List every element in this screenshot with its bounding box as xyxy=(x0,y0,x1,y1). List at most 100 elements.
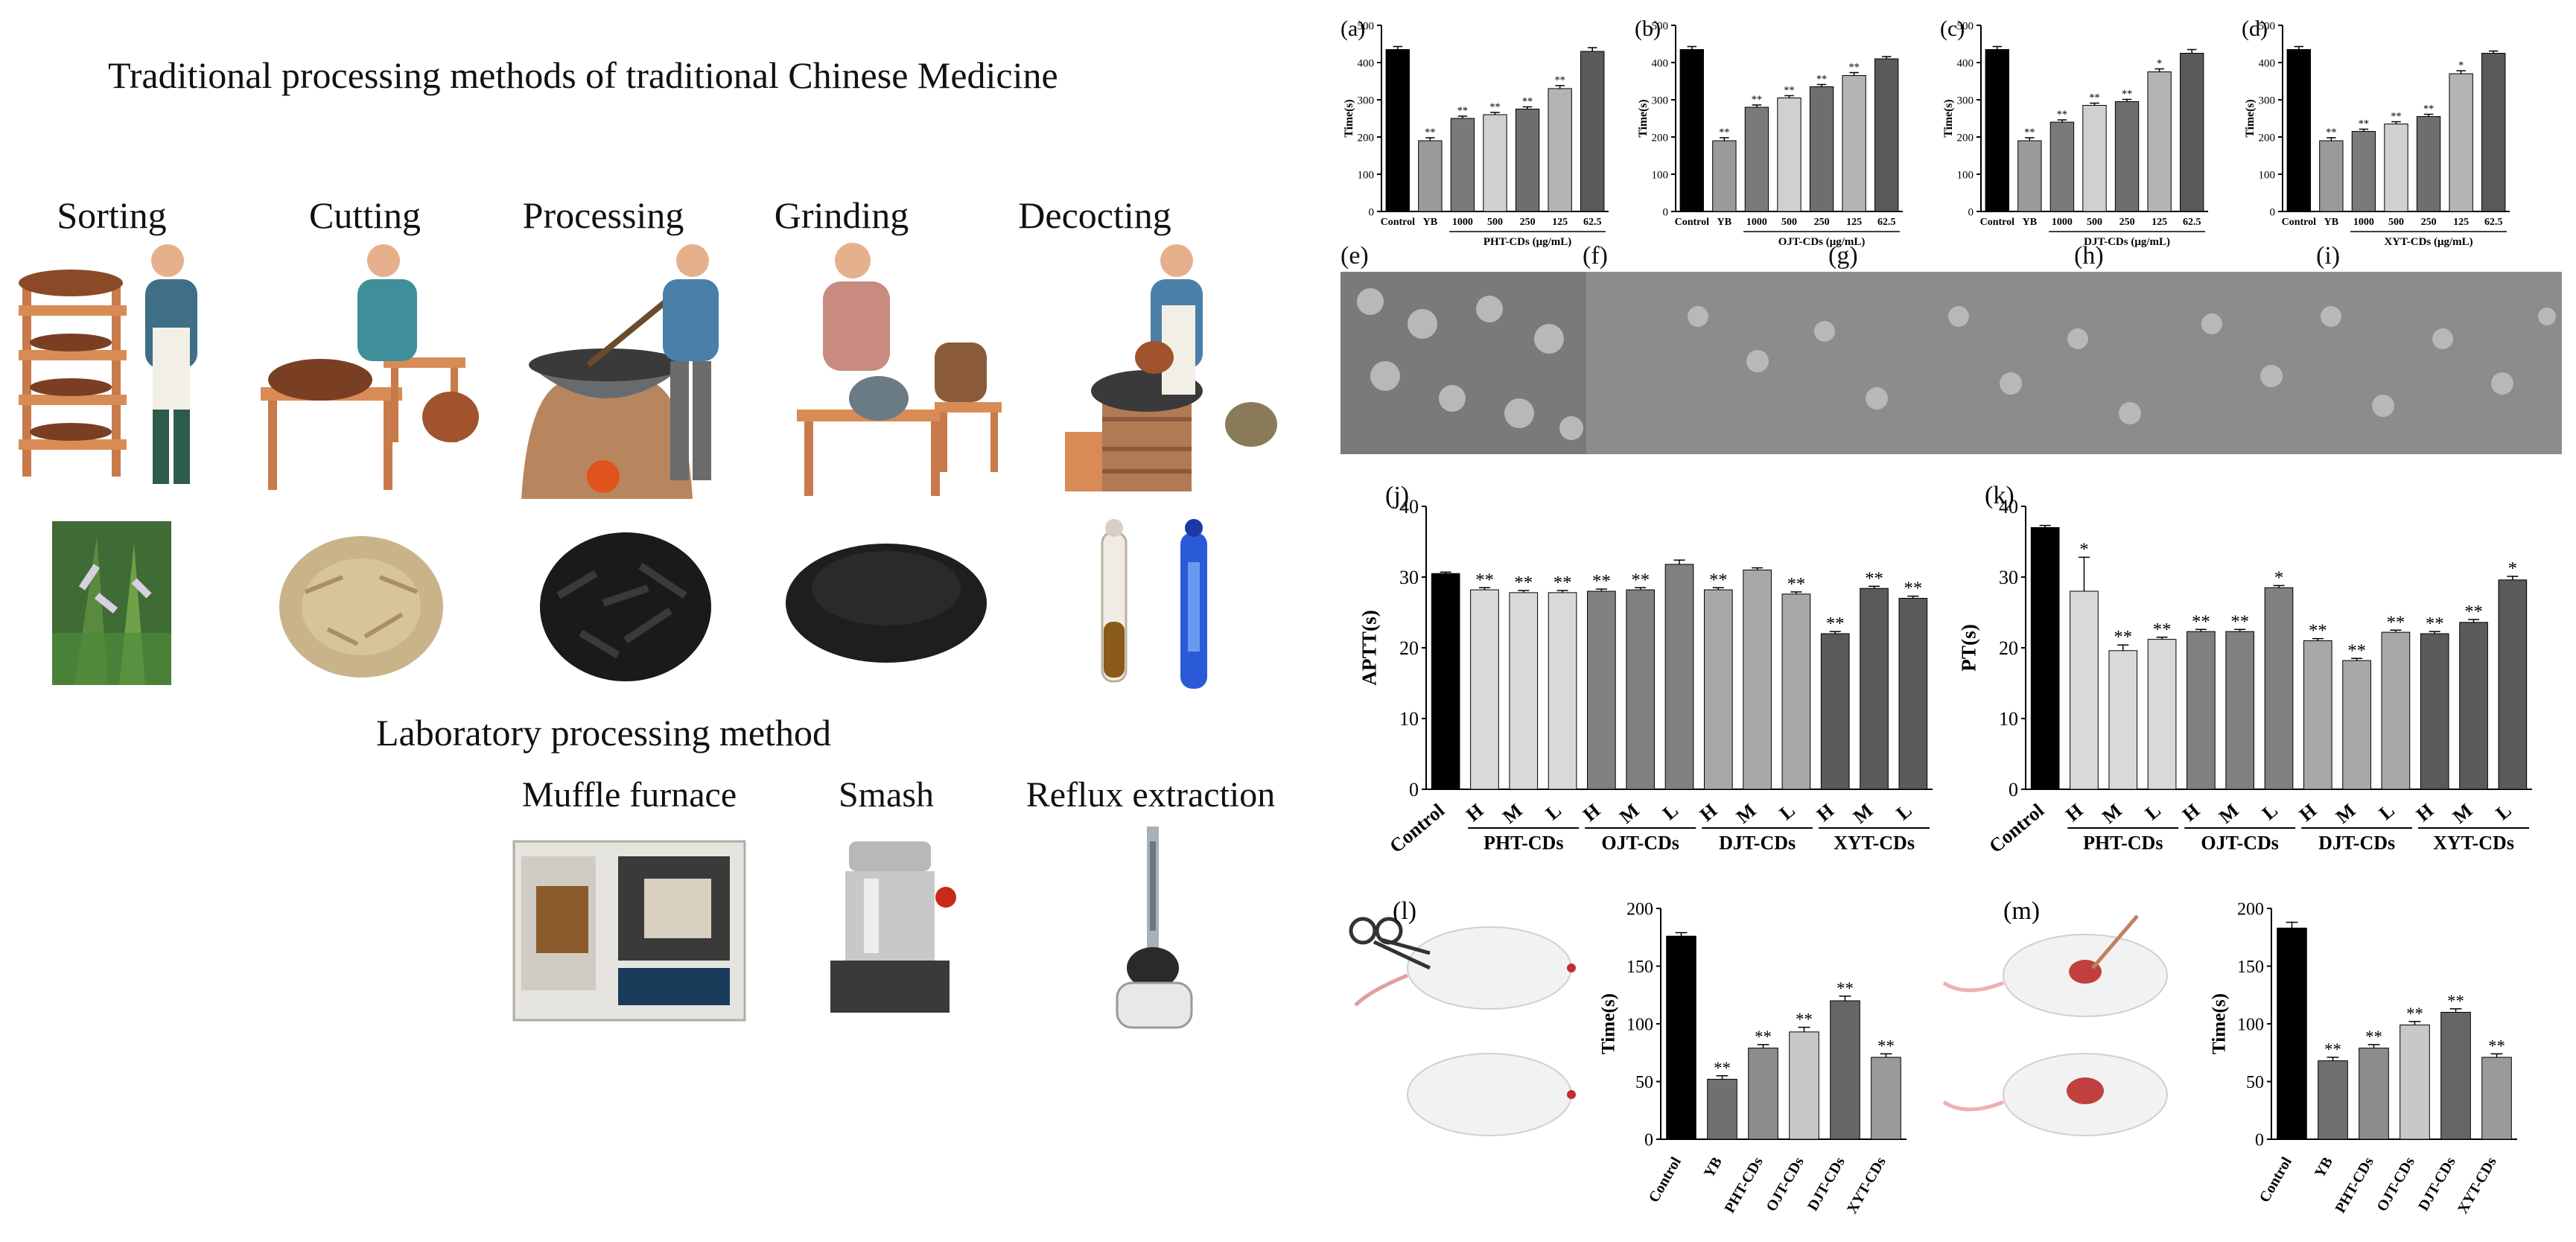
chart-d-category-label: 500 xyxy=(2388,217,2404,228)
chart-j-category-label: H xyxy=(1462,800,1487,826)
chart-b-ytick-label: 300 xyxy=(1652,95,1669,106)
chart-a-category-label: 62.5 xyxy=(1583,217,1602,228)
chart-a-category-label: Control xyxy=(1381,217,1416,228)
scissors-icon xyxy=(1349,917,1377,945)
chart-k-ytick-label: 20 xyxy=(1999,637,2018,659)
chart-k-panel-label: (k) xyxy=(1985,482,2014,509)
chart-c-category-label: YB xyxy=(2023,217,2037,228)
lab-label-smash: Smash xyxy=(838,775,934,815)
chart-m-significance-mark: ** xyxy=(2365,1028,2382,1046)
chart-b-bar xyxy=(1874,58,1899,212)
chart-k-bar xyxy=(2420,633,2449,790)
chart-d-panel-label: (d) xyxy=(2242,16,2268,41)
processing-illustration xyxy=(521,244,719,499)
chart-k-significance-mark: ** xyxy=(2230,611,2249,631)
chart-b-category-label: 250 xyxy=(1814,217,1830,228)
chart-c-category-label: 125 xyxy=(2152,217,2167,228)
chart-l-category-label: Control xyxy=(1646,1154,1685,1206)
chart-l-bar xyxy=(1707,1078,1737,1140)
chart-b-significance-mark: ** xyxy=(1752,94,1762,106)
chart-c-significance-mark: * xyxy=(2157,58,2162,70)
chart-b-bar xyxy=(1744,106,1769,212)
step-label-processing: Processing xyxy=(522,194,684,236)
chart-j-bar xyxy=(1743,570,1772,790)
chart-j-bar xyxy=(1781,593,1811,790)
chart-b-panel-label: (b) xyxy=(1635,16,1661,41)
chart-d-significance-mark: ** xyxy=(2326,127,2336,138)
chart-k-ytick-label: 10 xyxy=(1999,708,2018,730)
chart-j-panel-label: (j) xyxy=(1385,482,1409,509)
chart-k-significance-mark: ** xyxy=(2192,611,2210,631)
chart-a-significance-mark: ** xyxy=(1457,105,1468,117)
chart-j-bar xyxy=(1587,590,1616,790)
chart-b-group-label: OJT-CDs (μg/mL) xyxy=(1778,236,1866,248)
chart-b-ytick-label: 400 xyxy=(1652,57,1669,69)
chart-m-ytick-label: 50 xyxy=(2246,1073,2264,1092)
chart-m-significance-mark: ** xyxy=(2324,1040,2341,1059)
chart-b-bar xyxy=(1809,86,1834,212)
chart-m-ytick-label: 0 xyxy=(2255,1130,2264,1150)
chart-d-bar xyxy=(2351,131,2376,212)
chart-j-ytick-label: 10 xyxy=(1399,708,1419,730)
chart-k-bar xyxy=(2459,622,2488,790)
chart-c-bar xyxy=(2082,105,2107,212)
chart-j-category-label: M xyxy=(1849,800,1877,828)
chart-m-significance-mark: ** xyxy=(2488,1036,2505,1055)
chart-d-category-label: 250 xyxy=(2421,217,2437,228)
chart-k-group-label: PHT-CDs xyxy=(2083,832,2163,854)
chart-k-bar xyxy=(2030,527,2060,790)
chart-m-category-label: DJT-CDs xyxy=(2415,1154,2459,1214)
chart-j: (j)010203040APTT(s)Control**H**M**L**H**… xyxy=(1358,482,1933,857)
chart-a-ytick-label: 0 xyxy=(1369,206,1375,218)
chart-d-plot: (d)0100200300400500Time(s)Control**YB**1… xyxy=(2242,16,2510,248)
chart-k-significance-mark: ** xyxy=(2114,627,2132,647)
chart-l-ytick-label: 150 xyxy=(1626,958,1653,977)
grinding-illustration xyxy=(797,243,1002,496)
chart-b-significance-mark: ** xyxy=(1719,127,1729,138)
chart-j-group-label: XYT-CDs xyxy=(1834,832,1915,854)
chart-j-category-label: M xyxy=(1498,800,1526,828)
chart-d-category-label: Control xyxy=(2282,217,2317,228)
chart-j-category-label: H xyxy=(1813,800,1838,826)
chart-b-significance-mark: ** xyxy=(1816,74,1827,86)
chart-k-plot: (k)010203040PT(s)Control*H**M**L**H**M*L… xyxy=(1957,482,2532,857)
chart-j-bar xyxy=(1820,633,1850,790)
chart-c-ytick-label: 0 xyxy=(1968,206,1974,218)
chart-c: (c)0100200300400500Time(s)Control**YB**1… xyxy=(1940,16,2208,248)
chart-m-panel-label: (m) xyxy=(2003,897,2040,925)
chart-a-bar xyxy=(1385,49,1410,212)
chart-k-category-label: H xyxy=(2295,800,2321,826)
chart-a-significance-mark: ** xyxy=(1425,127,1435,138)
chart-a-ytick-label: 500 xyxy=(1358,20,1375,32)
chart-d-significance-mark: ** xyxy=(2359,118,2369,130)
chart-c-ytick-label: 500 xyxy=(1957,20,1974,32)
chart-j-category-label: M xyxy=(1615,800,1643,828)
chart-d-significance-mark: ** xyxy=(2423,104,2434,115)
chart-j-bar xyxy=(1664,564,1694,790)
chart-l-ylabel: Time(s) xyxy=(1599,993,1619,1054)
chart-j-significance-mark: ** xyxy=(1709,570,1728,590)
chart-c-ytick-label: 100 xyxy=(1957,169,1974,181)
chart-b-ylabel: Time(s) xyxy=(1637,99,1650,137)
chart-k-category-label: M xyxy=(2215,800,2242,828)
chart-l-category-label: OJT-CDs xyxy=(1764,1154,1807,1214)
chart-k-significance-mark: ** xyxy=(2347,640,2366,660)
chart-l-bar xyxy=(1871,1057,1901,1140)
chart-k-category-label: L xyxy=(2492,800,2516,824)
chart-k-significance-mark: * xyxy=(2079,539,2088,559)
chart-b-bar xyxy=(1842,75,1866,212)
step-label-cutting: Cutting xyxy=(308,194,422,236)
chart-l-significance-mark: ** xyxy=(1796,1010,1813,1029)
chart-d-ylabel: Time(s) xyxy=(2244,99,2257,137)
chart-d-significance-mark: * xyxy=(2458,60,2464,71)
lab-section-title: Laboratory processing method xyxy=(376,712,831,754)
chart-c-significance-mark: ** xyxy=(2057,109,2067,121)
chart-b-plot: (b)0100200300400500Time(s)Control**YB**1… xyxy=(1635,16,1903,248)
lab-label-muffle-furnace: Muffle furnace xyxy=(521,775,737,815)
chart-j-bar xyxy=(1626,589,1656,790)
chart-a-bar xyxy=(1515,109,1540,212)
chart-a-bar xyxy=(1418,140,1443,212)
chart-m-category-label: XYT-CDs xyxy=(2455,1154,2500,1217)
chart-k-group-label: XYT-CDs xyxy=(2433,832,2514,854)
chart-d-ytick-label: 300 xyxy=(2259,95,2276,106)
